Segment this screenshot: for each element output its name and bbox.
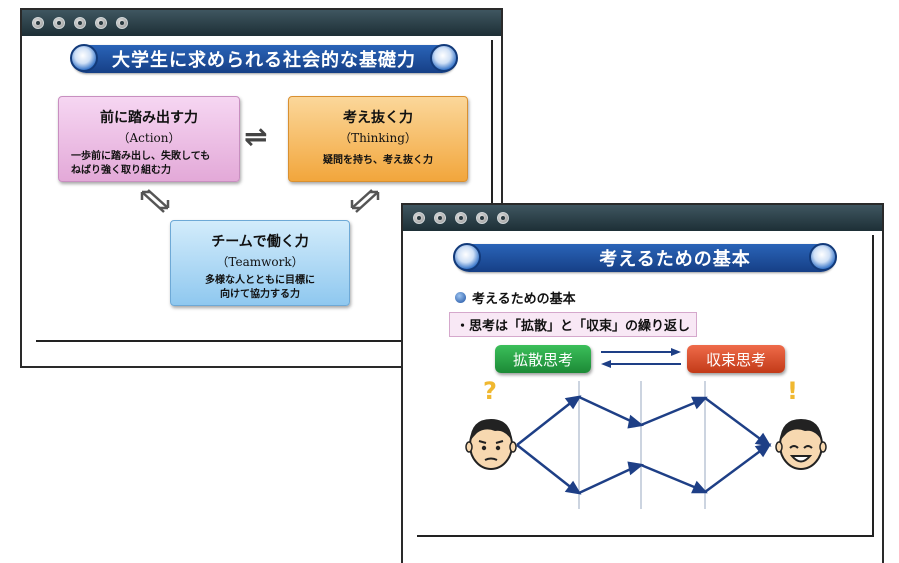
- slide-2-content-frame: [417, 235, 874, 537]
- exchange-arrows-top: ⇌: [244, 120, 268, 153]
- action-box: 前に踏み出す力 （Action） 一歩前に踏み出し、失敗しても ねばり強く取り組…: [58, 96, 240, 182]
- action-desc-1: 一歩前に踏み出し、失敗しても: [71, 151, 211, 162]
- nav-button-2[interactable]: [434, 212, 446, 224]
- bullet-icon: [455, 292, 466, 303]
- slide-1-toolbar: [22, 10, 501, 36]
- action-title: 前に踏み出す力: [100, 110, 198, 126]
- title-bar-right-knob: [430, 44, 458, 72]
- slide-2: 考えるための基本 考えるための基本 ・思考は「拡散」と「収束」の繰り返し 拡散思…: [401, 203, 884, 563]
- question-mark: ?: [483, 377, 497, 405]
- nav-button-4[interactable]: [95, 17, 107, 29]
- thinking-subtitle: （Thinking）: [339, 131, 417, 145]
- exchange-arrows-left: [140, 189, 170, 213]
- nav-button-5[interactable]: [497, 212, 509, 224]
- nav-button-1[interactable]: [32, 17, 44, 29]
- thinking-desc-1: 疑問を持ち、考え抜く力: [323, 155, 433, 166]
- slide-1: 大学生に求められる社会的な基礎力 前に踏み出す力 （Action） 一歩前に踏み…: [20, 8, 503, 368]
- cycle-arrows: [601, 348, 681, 368]
- happy-face-icon: [775, 419, 827, 470]
- puzzled-face-icon: [465, 419, 517, 470]
- nav-button-5[interactable]: [116, 17, 128, 29]
- teamwork-subtitle: （Teamwork）: [216, 255, 304, 269]
- bullet-text: 考えるための基本: [472, 292, 576, 307]
- nav-button-3[interactable]: [455, 212, 467, 224]
- thinking-title: 考え抜く力: [343, 110, 413, 126]
- action-desc-2: ねばり強く取り組む力: [71, 165, 171, 176]
- teamwork-desc-2: 向けて協力する力: [220, 289, 300, 300]
- bullet-heading: 考えるための基本: [455, 288, 576, 307]
- title-bar-left-knob: [70, 44, 98, 72]
- slide-2-title: 考えるための基本: [599, 249, 751, 270]
- nav-button-2[interactable]: [53, 17, 65, 29]
- teamwork-box: チームで働く力 （Teamwork） 多様な人とともに目標に 向けて協力する力: [170, 220, 350, 306]
- slide-1-title-bar: 大学生に求められる社会的な基礎力: [70, 44, 458, 73]
- exchange-arrows-right: [350, 189, 380, 213]
- diverge-thinking-label: 拡散思考: [495, 345, 591, 373]
- nav-button-4[interactable]: [476, 212, 488, 224]
- diverge-converge-diagram: [516, 381, 772, 509]
- nav-button-3[interactable]: [74, 17, 86, 29]
- cycle-note: ・思考は「拡散」と「収束」の繰り返し: [449, 312, 698, 337]
- slide-1-title: 大学生に求められる社会的な基礎力: [112, 50, 416, 71]
- title-bar-left-knob: [453, 243, 481, 271]
- teamwork-desc-1: 多様な人とともに目標に: [205, 275, 315, 286]
- slide-2-toolbar: [403, 205, 882, 231]
- slide-1-content-frame: [36, 40, 493, 342]
- teamwork-title: チームで働く力: [211, 234, 309, 250]
- converge-thinking-label: 収束思考: [687, 345, 785, 373]
- slide-2-title-bar: 考えるための基本: [453, 243, 837, 272]
- nav-button-1[interactable]: [413, 212, 425, 224]
- thinking-box: 考え抜く力 （Thinking） 疑問を持ち、考え抜く力: [288, 96, 468, 182]
- action-subtitle: （Action）: [117, 131, 181, 145]
- exclamation-mark: !: [787, 377, 798, 405]
- title-bar-right-knob: [809, 243, 837, 271]
